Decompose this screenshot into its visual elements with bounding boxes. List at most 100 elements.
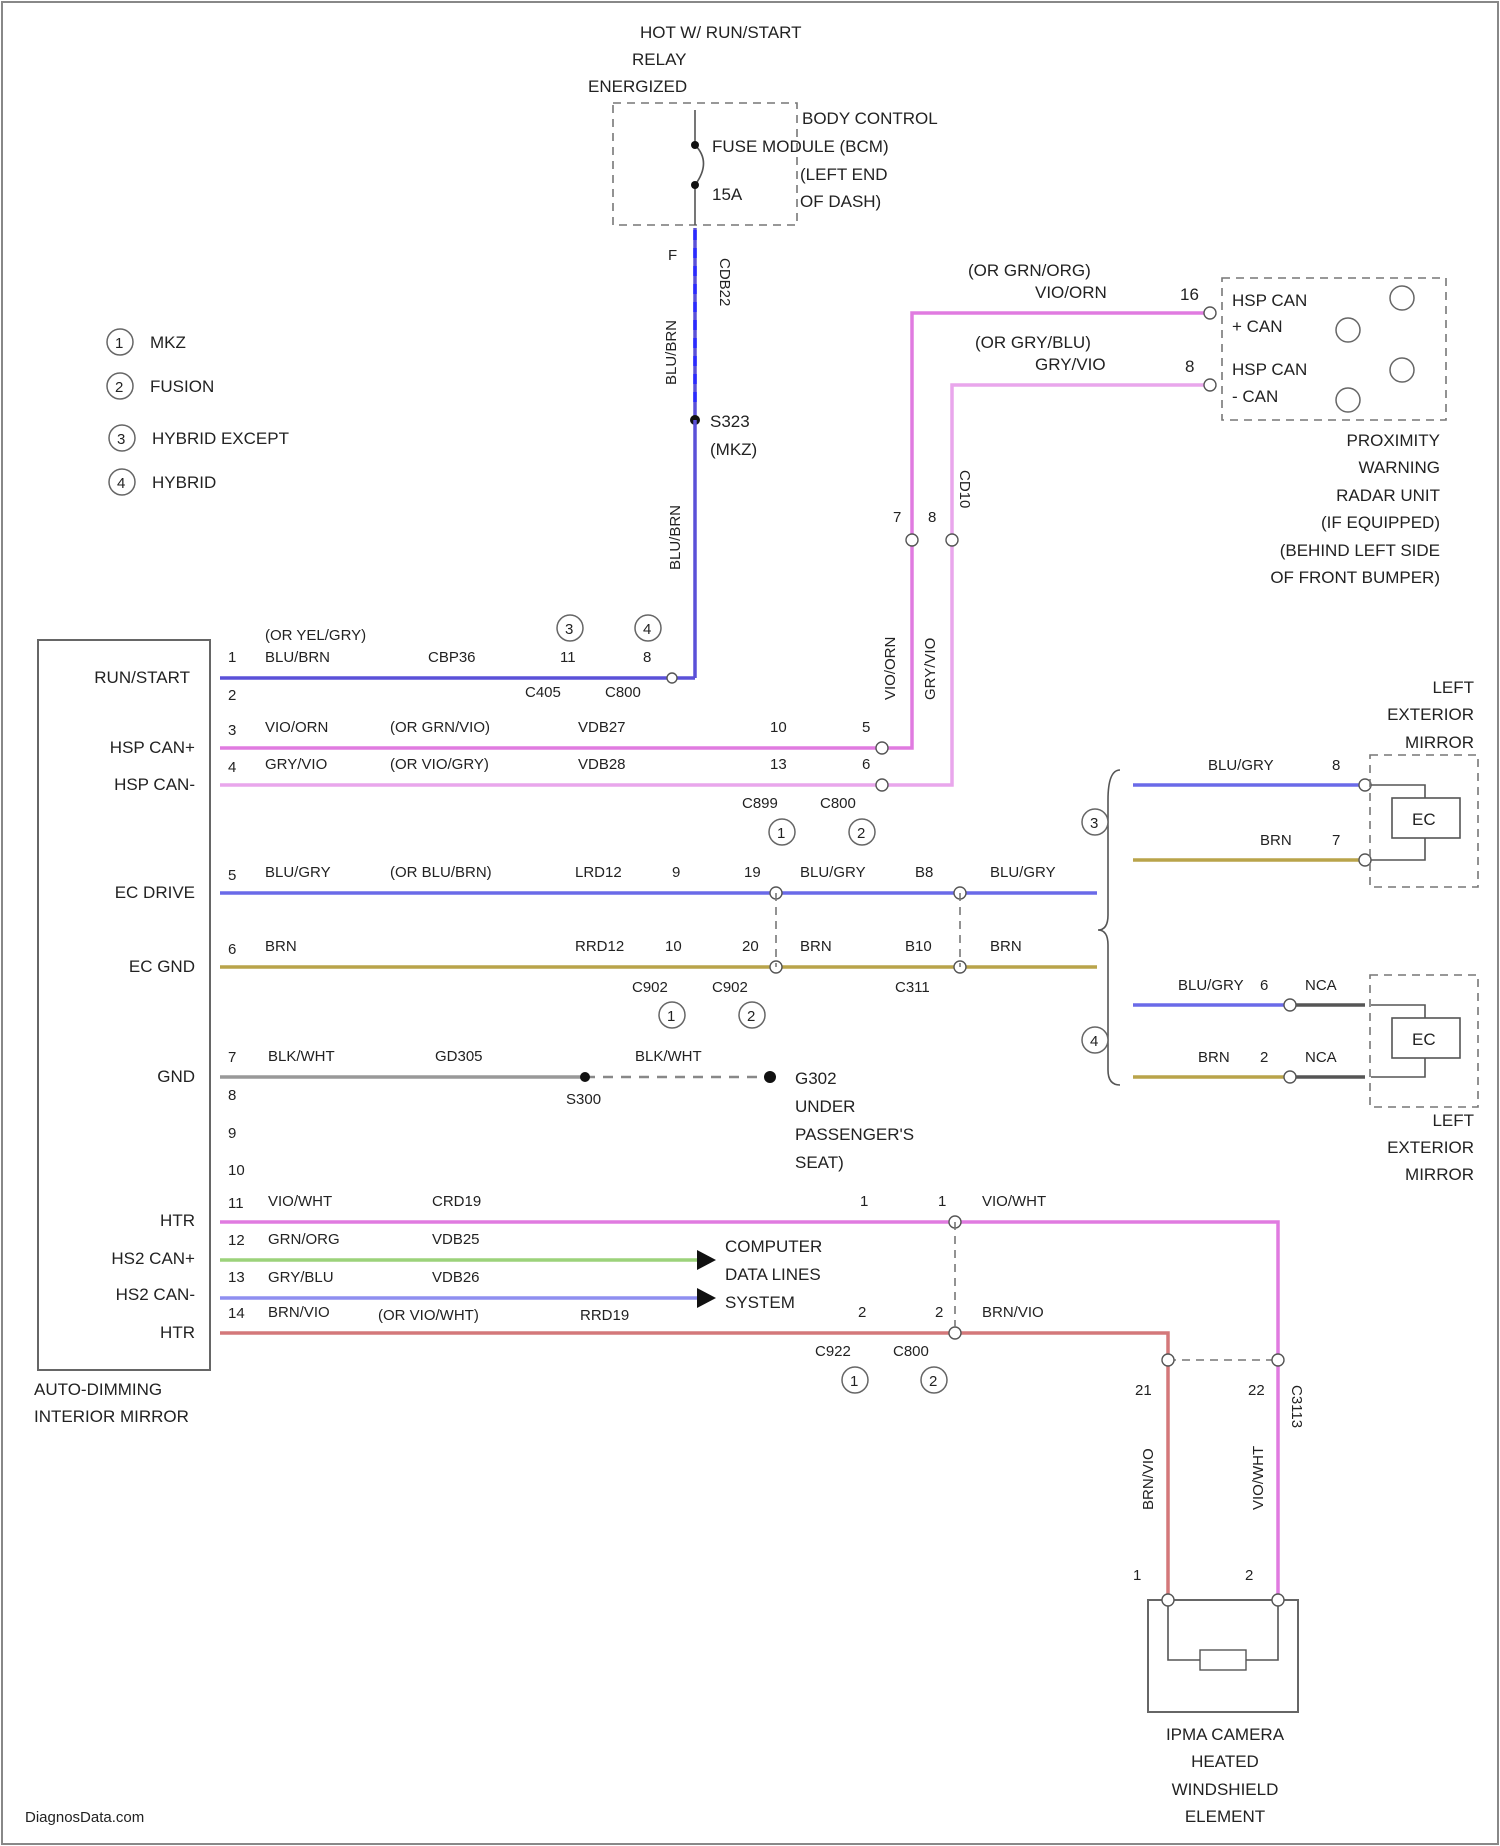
- ext-mirror-top-pin-1: 8: [1332, 757, 1340, 774]
- ground-location-1: UNDER: [795, 1097, 855, 1116]
- r5-circuit: LRD12: [575, 864, 622, 881]
- radar-wire1-alt: (OR GRN/ORG): [968, 261, 1091, 280]
- ext-mirror-bottom-nca-label-2: NCA: [1305, 1049, 1337, 1066]
- ground-g302-label: G302: [795, 1069, 837, 1088]
- camera-element-pin-2-marker: [1272, 1594, 1284, 1606]
- svg-text:4: 4: [643, 621, 651, 638]
- svg-text:3: 3: [565, 621, 573, 638]
- ground-g302: [764, 1071, 776, 1083]
- svg-text:12: 12: [228, 1232, 245, 1249]
- label-htr: HTR: [160, 1211, 195, 1230]
- svg-text:EXTERIOR: EXTERIOR: [1387, 705, 1474, 724]
- r14-color: BRN/VIO: [268, 1304, 330, 1321]
- camera-element-pin-1: 1: [1133, 1567, 1141, 1584]
- label-ec-drive: EC DRIVE: [115, 883, 195, 902]
- svg-text:7: 7: [228, 1049, 236, 1066]
- radar-connector-pin8: [1204, 379, 1216, 391]
- svg-text:2: 2: [857, 825, 865, 842]
- r1-connector-2: C800: [605, 684, 641, 701]
- camera-wire-2-label: VIO/WHT: [1250, 1446, 1267, 1510]
- r3-color: VIO/ORN: [265, 719, 328, 736]
- splice-s300-label: S300: [566, 1091, 601, 1108]
- r4-connector-2: C800: [820, 795, 856, 812]
- ext-mirror-bottom-pin-1: 6: [1260, 977, 1268, 994]
- radar-vertical-label-1: VIO/ORN: [882, 637, 899, 700]
- ext-mirror-bottom-ec-label: EC: [1412, 1030, 1436, 1049]
- svg-text:(BEHIND LEFT SIDE: (BEHIND LEFT SIDE: [1280, 541, 1440, 560]
- camera-element-pin-2: 2: [1245, 1567, 1253, 1584]
- svg-text:14: 14: [228, 1305, 245, 1322]
- ext-mirror-top-lead-1: [1371, 785, 1425, 798]
- r6-color-2: BRN: [800, 938, 832, 955]
- svg-text:2: 2: [228, 687, 236, 704]
- r14-pin-1: 2: [858, 1304, 866, 1321]
- r1-pin-2: 8: [643, 649, 651, 666]
- svg-text:IPMA CAMERA: IPMA CAMERA: [1166, 1725, 1285, 1744]
- watermark: DiagnosData.com: [25, 1809, 144, 1826]
- svg-text:1: 1: [777, 825, 785, 842]
- r6-connector-name-2: C902: [712, 979, 748, 996]
- svg-text:9: 9: [228, 1125, 236, 1142]
- cdl-label-1: COMPUTER: [725, 1237, 822, 1256]
- svg-text:6: 6: [228, 941, 236, 958]
- camera-connector-name: C3113: [1288, 1385, 1305, 1428]
- camera-pin-21-marker: [1162, 1354, 1174, 1366]
- camera-wire-1-label: BRN/VIO: [1140, 1448, 1157, 1510]
- svg-text:11: 11: [228, 1195, 244, 1212]
- r6-pin-1: 10: [665, 938, 682, 955]
- svg-text:1: 1: [850, 1373, 858, 1390]
- svg-text:PROXIMITY: PROXIMITY: [1346, 431, 1440, 450]
- r1-pin-1: 11: [560, 649, 576, 666]
- fuse-node-top: [691, 141, 699, 149]
- r4-connector: [876, 779, 888, 791]
- ext-mirror-bottom-wire-2-label: BRN: [1198, 1049, 1230, 1066]
- r11-pin-2: 1: [938, 1193, 946, 1210]
- r6-pin-3: B10: [905, 938, 932, 955]
- svg-text:3: 3: [1090, 815, 1098, 832]
- wire-gry-vio-radar: [882, 385, 1210, 785]
- fuse-symbol: [695, 110, 704, 225]
- heater-resistor-icon: [1200, 1650, 1246, 1670]
- radar-connector-pin16: [1204, 307, 1216, 319]
- r1-circuit: CBP36: [428, 649, 476, 666]
- radar-inline-pin7: 7: [893, 509, 901, 526]
- r14-circuit: RRD19: [580, 1307, 629, 1324]
- label-ec-gnd: EC GND: [129, 957, 195, 976]
- label-gnd: GND: [157, 1067, 195, 1086]
- r6-pin-2: 20: [742, 938, 759, 955]
- radar-wire2-alt: (OR GRY/BLU): [975, 333, 1091, 352]
- ext-mirror-top-wire-2-label: BRN: [1260, 832, 1292, 849]
- svg-text:EXTERIOR: EXTERIOR: [1387, 1138, 1474, 1157]
- svg-text:4: 4: [117, 475, 125, 492]
- legend-label-hybrid: HYBRID: [152, 473, 216, 492]
- bcm-label-2: FUSE MODULE (BCM): [712, 137, 889, 156]
- r3-pin-2: 5: [862, 719, 870, 736]
- radar-symbol-a: [1390, 286, 1414, 310]
- r4-color: GRY/VIO: [265, 756, 327, 773]
- r7-circuit: GD305: [435, 1048, 483, 1065]
- radar-wire1-color: VIO/ORN: [1035, 283, 1107, 302]
- svg-text:5: 5: [228, 867, 236, 884]
- svg-text:LEFT: LEFT: [1432, 1111, 1474, 1130]
- radar-symbol-d: [1336, 388, 1360, 412]
- r1-pin-marker: [667, 673, 677, 683]
- radar-pin-16: 16: [1180, 285, 1199, 304]
- radar-symbol-b: [1336, 318, 1360, 342]
- r6-connector-name-1: C902: [632, 979, 668, 996]
- r12-color: GRN/ORG: [268, 1231, 340, 1248]
- relay-label-line1: HOT W/ RUN/START: [640, 23, 802, 42]
- runstart-wire-label-top: BLU/BRN: [663, 320, 680, 385]
- r6-circuit: RRD12: [575, 938, 624, 955]
- r4-circuit: VDB28: [578, 756, 626, 773]
- r6-color-3: BRN: [990, 938, 1022, 955]
- fuse-rating: 15A: [712, 185, 743, 204]
- bcm-label-3: (LEFT END: [800, 165, 888, 184]
- r1-connector-1: C405: [525, 684, 561, 701]
- cdl-label-3: SYSTEM: [725, 1293, 795, 1312]
- label-hs2-can-plus: HS2 CAN+: [111, 1249, 195, 1268]
- r1-alt-color: (OR YEL/GRY): [265, 627, 366, 644]
- svg-text:HEATED: HEATED: [1191, 1752, 1259, 1771]
- r11-color: VIO/WHT: [268, 1193, 332, 1210]
- radar-symbol-c: [1390, 358, 1414, 382]
